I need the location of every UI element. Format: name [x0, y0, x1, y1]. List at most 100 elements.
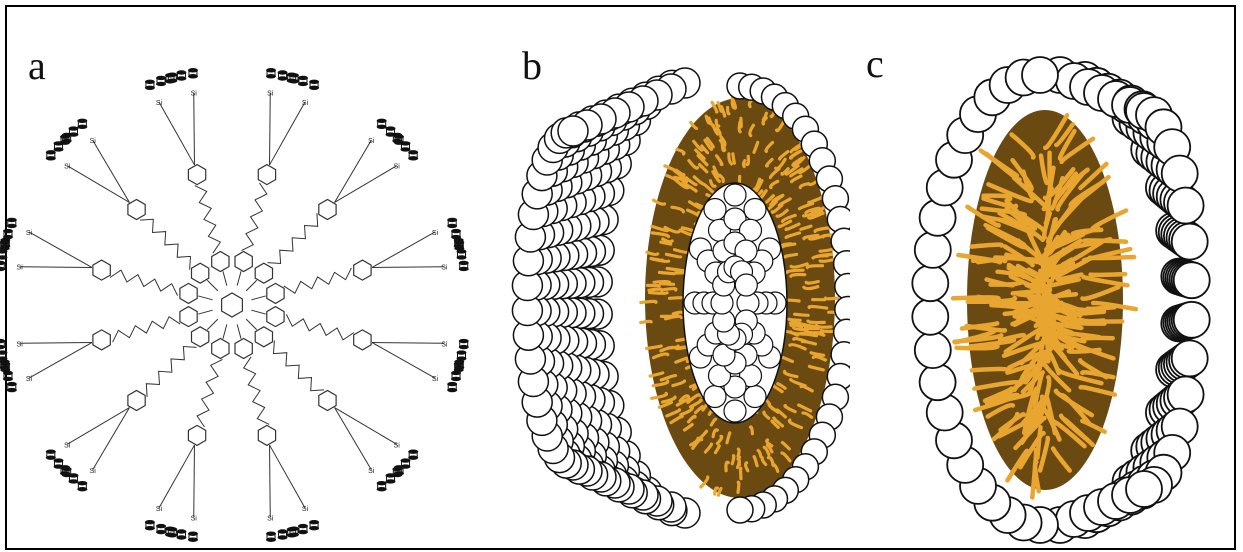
panel-label-c: c [866, 44, 884, 84]
silicon-label: Si [90, 138, 97, 145]
micelle-illustration [880, 0, 1240, 552]
silicon-label: Si [17, 265, 24, 272]
silicon-label: Si [394, 164, 401, 171]
silicon-label: Si [432, 230, 439, 237]
head-group [1174, 262, 1210, 298]
ferrocene-unit [54, 458, 64, 468]
head-group [1174, 302, 1210, 338]
ferrocene-unit [176, 70, 186, 80]
head-group [920, 364, 956, 400]
ferrocene-unit [266, 68, 276, 78]
head-group [724, 184, 746, 206]
ferrocene-unit [278, 70, 288, 80]
phenyl-ring [235, 339, 252, 359]
ferrocene-unit [3, 229, 13, 239]
micelle [912, 57, 1209, 543]
alkyl-chain [140, 219, 190, 269]
ferrocene-unit [456, 249, 466, 259]
ferrocene-unit [156, 524, 166, 534]
head-group [915, 332, 951, 368]
bond-line [159, 102, 195, 165]
ferrocene-unit [447, 382, 457, 392]
bond-line [372, 267, 444, 268]
silicon-label: Si [26, 376, 33, 383]
phenyl-ring [235, 252, 252, 272]
bond-line [270, 93, 271, 165]
head-group [1162, 156, 1198, 192]
bond-line [194, 445, 195, 517]
bond-line [246, 319, 257, 330]
silicon-label: Si [368, 138, 375, 145]
bond-line [223, 271, 227, 285]
phenyl-ring [354, 330, 371, 350]
alkyl-chain [241, 183, 267, 251]
bond-line [270, 445, 306, 508]
panel-label-b: b [522, 46, 542, 86]
ferrocene-unit [459, 261, 469, 271]
bond-line [20, 343, 92, 344]
silicon-label: Si [368, 468, 375, 475]
ferrocene-unit [46, 150, 56, 160]
bond-line [372, 343, 435, 379]
silicon-label: Si [191, 515, 198, 522]
ferrocene-unit [447, 218, 457, 228]
bond-line [372, 343, 444, 344]
head-group [704, 386, 726, 408]
phenyl-ring [128, 200, 145, 220]
head-group [1126, 471, 1162, 507]
ferrocene-unit [46, 449, 56, 459]
ferrocene-unit [408, 150, 418, 160]
alkyl-chain [267, 213, 317, 263]
bond-line [20, 267, 92, 268]
ferrocene-unit [188, 532, 198, 542]
phenyl-ring [255, 263, 272, 283]
bond-line [93, 408, 130, 470]
ferrocene-unit [3, 371, 13, 381]
phenyl-ring [354, 260, 371, 280]
ferrocene-unit [0, 261, 5, 271]
alkyl-chain [146, 347, 196, 397]
phenyl-ring [212, 339, 229, 359]
head-group [735, 274, 757, 296]
bond-line [270, 102, 306, 165]
bond-line [251, 310, 265, 314]
head-group [1168, 377, 1204, 413]
bond-line [246, 280, 257, 291]
bond-line [223, 324, 227, 338]
alkyl-chain [195, 186, 221, 254]
bond-line [335, 140, 372, 202]
vesicle [512, 68, 850, 528]
ferrocene-unit [188, 68, 198, 78]
phenyl-ring [180, 307, 197, 327]
ferrocene-unit [451, 229, 461, 239]
phenyl-ring [180, 283, 197, 303]
bond-line [335, 408, 372, 470]
head-group [915, 232, 951, 268]
ferrocene-unit [287, 73, 297, 83]
ferrocene-unit [77, 119, 87, 129]
silicon-label: Si [302, 100, 309, 107]
bond-line [237, 324, 241, 338]
head-group [835, 274, 850, 300]
head-group [912, 299, 948, 335]
dendrimer-molecule: SiSiSiSiSiSiSiSiSiSiSiSiSiSiSiSiSiSiSiSi… [0, 68, 469, 542]
alkyl-chain [244, 357, 270, 425]
ferrocene-unit [408, 449, 418, 459]
inner-lumen [683, 183, 787, 423]
phenyl-ring [319, 391, 336, 411]
silicon-label: Si [156, 506, 163, 513]
head-group [912, 265, 948, 301]
ferrocene-unit [156, 76, 166, 86]
head-group [1022, 57, 1058, 93]
ferrocene-unit [145, 520, 155, 530]
ferrocene-unit [145, 80, 155, 90]
phenyl-ring [93, 330, 110, 350]
phenyl-ring [258, 165, 275, 185]
alkyl-chain [286, 314, 354, 340]
head-group [1172, 224, 1208, 260]
phenyl-ring [212, 252, 229, 272]
head-group [1168, 188, 1204, 224]
bond-line [198, 310, 212, 314]
alkyl-chain [197, 359, 223, 427]
bond-line [335, 408, 397, 445]
